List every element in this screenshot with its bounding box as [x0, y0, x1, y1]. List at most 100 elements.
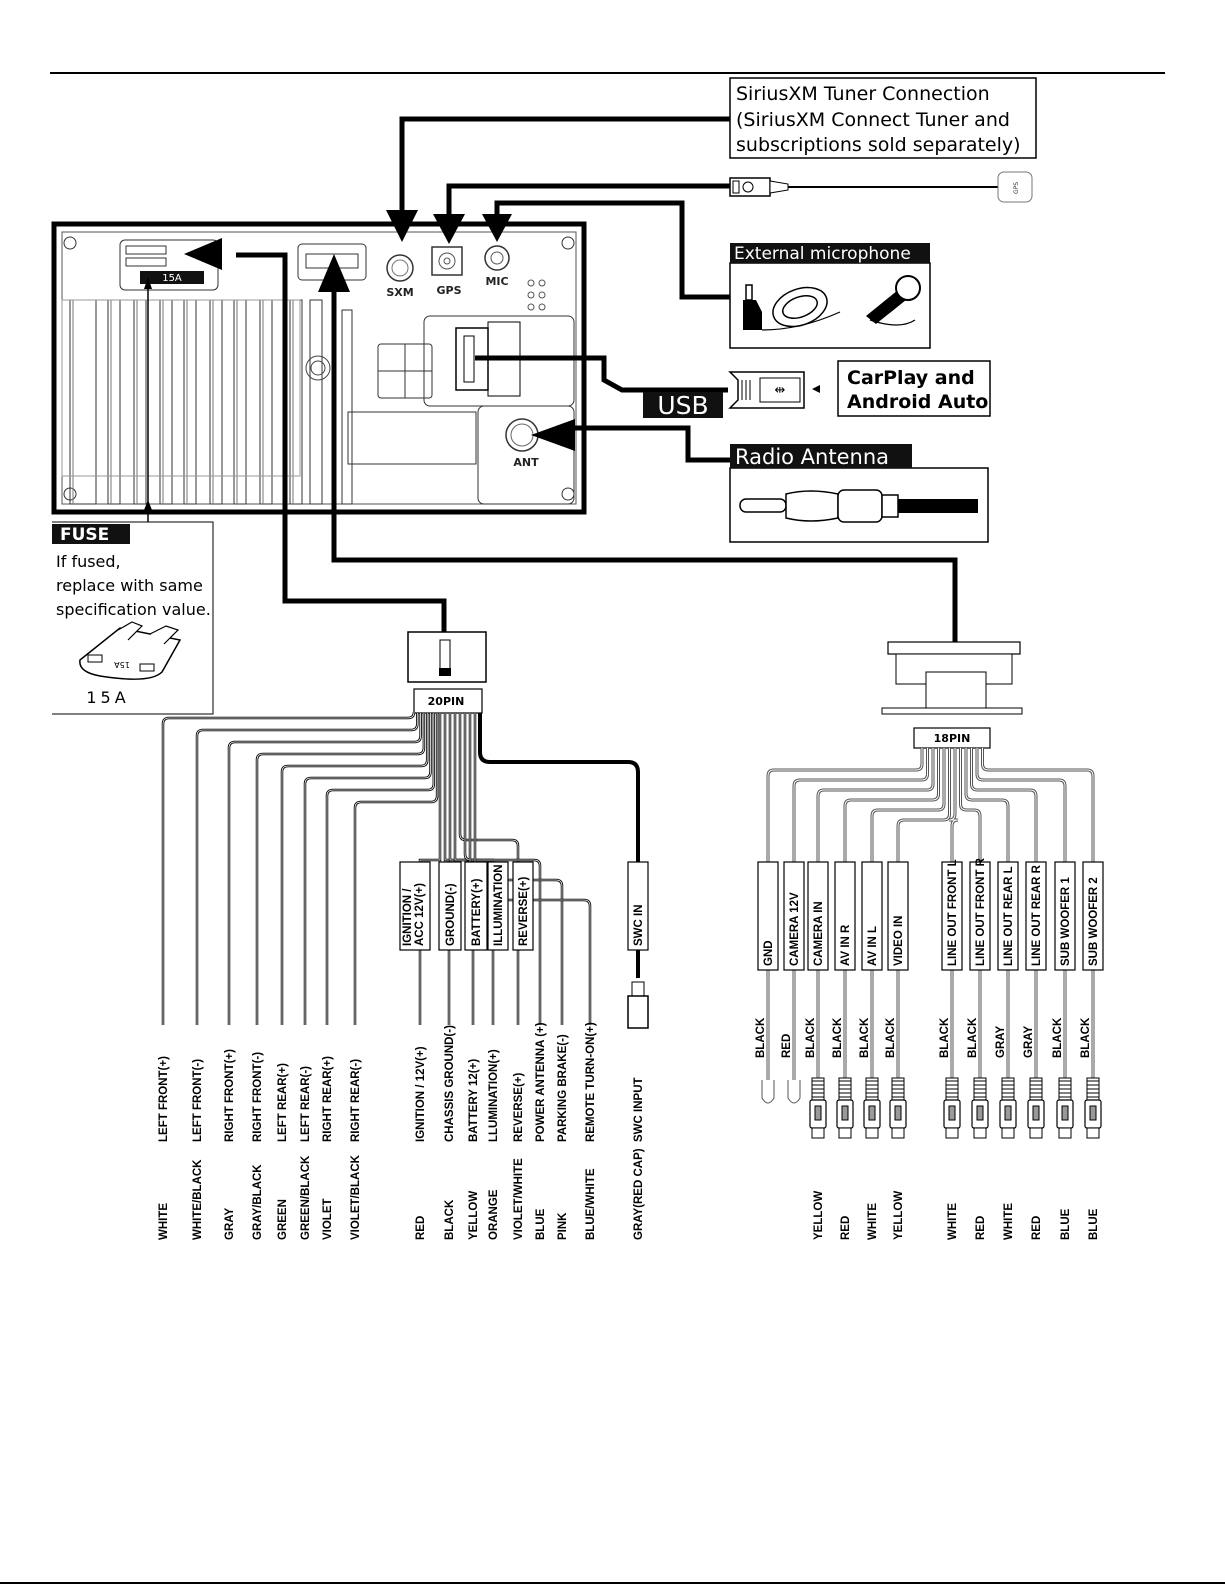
- harness-tag: [627, 861, 649, 951]
- wire-color-label: GRAY(RED CAP): [633, 1148, 645, 1240]
- cable-color-label: BLACK: [859, 1017, 871, 1058]
- harness-tag: [464, 861, 488, 951]
- gps-antenna: GPS: [729, 171, 1033, 203]
- harness-tag-label: SWC IN: [633, 904, 645, 946]
- mic-port: [484, 245, 510, 271]
- gps-port: [431, 246, 463, 276]
- cable-color-label: BLACK: [1052, 1017, 1064, 1058]
- fuse-line2: replace with same: [56, 576, 203, 595]
- wire-function-label: PARKING BRAKE(-): [557, 1034, 569, 1142]
- harness-tag: [512, 861, 534, 951]
- harness-tag: [783, 861, 805, 971]
- siriusxm-callout: SiriusXM Tuner Connection (SiriusXM Conn…: [729, 77, 1037, 159]
- harness-tag: [438, 861, 462, 951]
- gps-antenna-label: GPS: [1013, 182, 1020, 194]
- plug-color-label: YELLOW: [893, 1191, 905, 1240]
- cable-color-label: RED: [781, 1034, 793, 1058]
- harness-tag-label: AV IN R: [840, 924, 852, 966]
- antenna-arrow-icon: [531, 419, 575, 451]
- wire-color-label: VIOLET/WHITE: [513, 1158, 525, 1240]
- harness-tag-label: ACC 12V(+): [414, 883, 426, 946]
- harness-tag-label: AV IN L: [867, 926, 879, 966]
- harness-tag-label: LINE OUT FRONT L: [947, 859, 959, 966]
- wire-function-label: RIGHT REAR(-): [350, 1059, 362, 1142]
- fuse-callout: FUSE If fused, replace with same specifi…: [52, 521, 214, 715]
- heatsink-fins: [61, 299, 353, 505]
- wire-color-label: PINK: [557, 1212, 569, 1240]
- fuse-title: FUSE: [60, 525, 109, 545]
- harness-tag-label: VIDEO IN: [893, 916, 905, 966]
- wire-function-label: LEFT FRONT(+): [158, 1056, 170, 1142]
- gps-arrow-icon: [433, 214, 465, 244]
- fuse-rating: 15A: [86, 688, 129, 707]
- sxm-port: [386, 254, 414, 282]
- plug-color-label: YELLOW: [813, 1191, 825, 1240]
- power-harness-cable: [236, 252, 447, 632]
- fuse-line3: specification value.: [56, 600, 211, 619]
- harness-tag: [1054, 861, 1076, 971]
- sxm-port-label: SXM: [386, 286, 413, 299]
- antenna-plug-icon: [739, 489, 978, 523]
- harness-tag: [757, 861, 779, 971]
- wire-color-label: RED: [415, 1216, 427, 1240]
- av-arrow-icon: [318, 254, 350, 292]
- wire-function-label: LEFT REAR(-): [300, 1066, 312, 1142]
- connector-18pin-label: 18PIN: [934, 732, 971, 745]
- harness-tag: [487, 861, 509, 951]
- cable-color-label: BLACK: [755, 1017, 767, 1058]
- insulated-cap-icon: [761, 1080, 775, 1104]
- blade-fuse-icon: 15A: [79, 621, 182, 680]
- wire-color-label: WHITE/BLACK: [192, 1159, 204, 1240]
- mic-port-label: MIC: [485, 275, 508, 288]
- plug-color-label: WHITE: [867, 1203, 879, 1240]
- harness-tag-label: LINE OUT REAR L: [1003, 866, 1015, 966]
- wire-function-label: SWC INPUT: [633, 1077, 645, 1142]
- harness-tag: [997, 861, 1019, 971]
- wire-color-label: BLACK: [444, 1199, 456, 1240]
- harness-tag: [399, 861, 431, 951]
- wire-color-label: ORANGE: [488, 1189, 500, 1240]
- harness-tag-label: ILLUMINATION: [493, 864, 505, 946]
- plug-color-label: WHITE: [1003, 1203, 1015, 1240]
- harness-tag-label: IGNITION /: [402, 888, 414, 946]
- wire-function-label: REMOTE TURN-ON(+): [585, 1022, 597, 1142]
- radio-antenna-title: Radio Antenna: [735, 445, 889, 469]
- cable-color-label: BLACK: [832, 1017, 844, 1058]
- microphone-icon: [743, 275, 921, 331]
- wire-function-label: POWER ANTENNA (+): [535, 1022, 547, 1142]
- cable-color-label: BLACK: [967, 1017, 979, 1058]
- wire-20pin: [478, 713, 640, 978]
- harness-tag-label: LINE OUT REAR R: [1031, 864, 1043, 966]
- siriusxm-line3: subscriptions sold separately): [736, 134, 1021, 156]
- connector-18pin: 18PIN: [881, 641, 1023, 749]
- harness-tag-label: GROUND(-): [445, 883, 457, 946]
- insulated-cap-icon: [787, 1080, 801, 1104]
- head-unit-rear-panel: 15A SXM GPS MIC ANT: [51, 221, 587, 515]
- cable-color-label: GRAY: [1023, 1026, 1035, 1058]
- usb-plug-icon: ⇹: [728, 371, 805, 409]
- av-harness-cable: [331, 285, 958, 642]
- cable-color-label: BLACK: [1080, 1017, 1092, 1058]
- carplay-line2: Android Auto: [847, 391, 988, 413]
- connector-20pin: 20PIN: [407, 631, 487, 714]
- harness-tag-label: GND: [763, 940, 775, 966]
- wire-color-label: VIOLET: [322, 1198, 334, 1240]
- connector-20pin-label: 20PIN: [428, 695, 465, 708]
- harness-tag: [807, 861, 829, 971]
- antenna-port-label: ANT: [513, 456, 539, 469]
- external-mic-callout: External microphone: [729, 243, 931, 349]
- wire-function-label: BATTERY 12(+): [468, 1059, 480, 1142]
- wire-color-label: BLUE/WHITE: [585, 1168, 597, 1240]
- harness-tag-label: CAMERA IN: [813, 901, 825, 966]
- wire-color-label: GREEN/BLACK: [300, 1155, 312, 1240]
- power-arrow-icon: [184, 238, 222, 270]
- harness-tag: [969, 861, 991, 971]
- harness-18pin-wires: [766, 748, 1095, 1080]
- harness-tag: [1025, 861, 1047, 971]
- cable-color-label: BLACK: [885, 1017, 897, 1058]
- wire-function-label: IGNITION / 12V(+): [415, 1046, 427, 1142]
- usb-cable: [475, 355, 728, 393]
- fuse-chip-rating: 15A: [114, 660, 130, 669]
- harness-tag-label: SUB WOOFER 2: [1088, 877, 1100, 966]
